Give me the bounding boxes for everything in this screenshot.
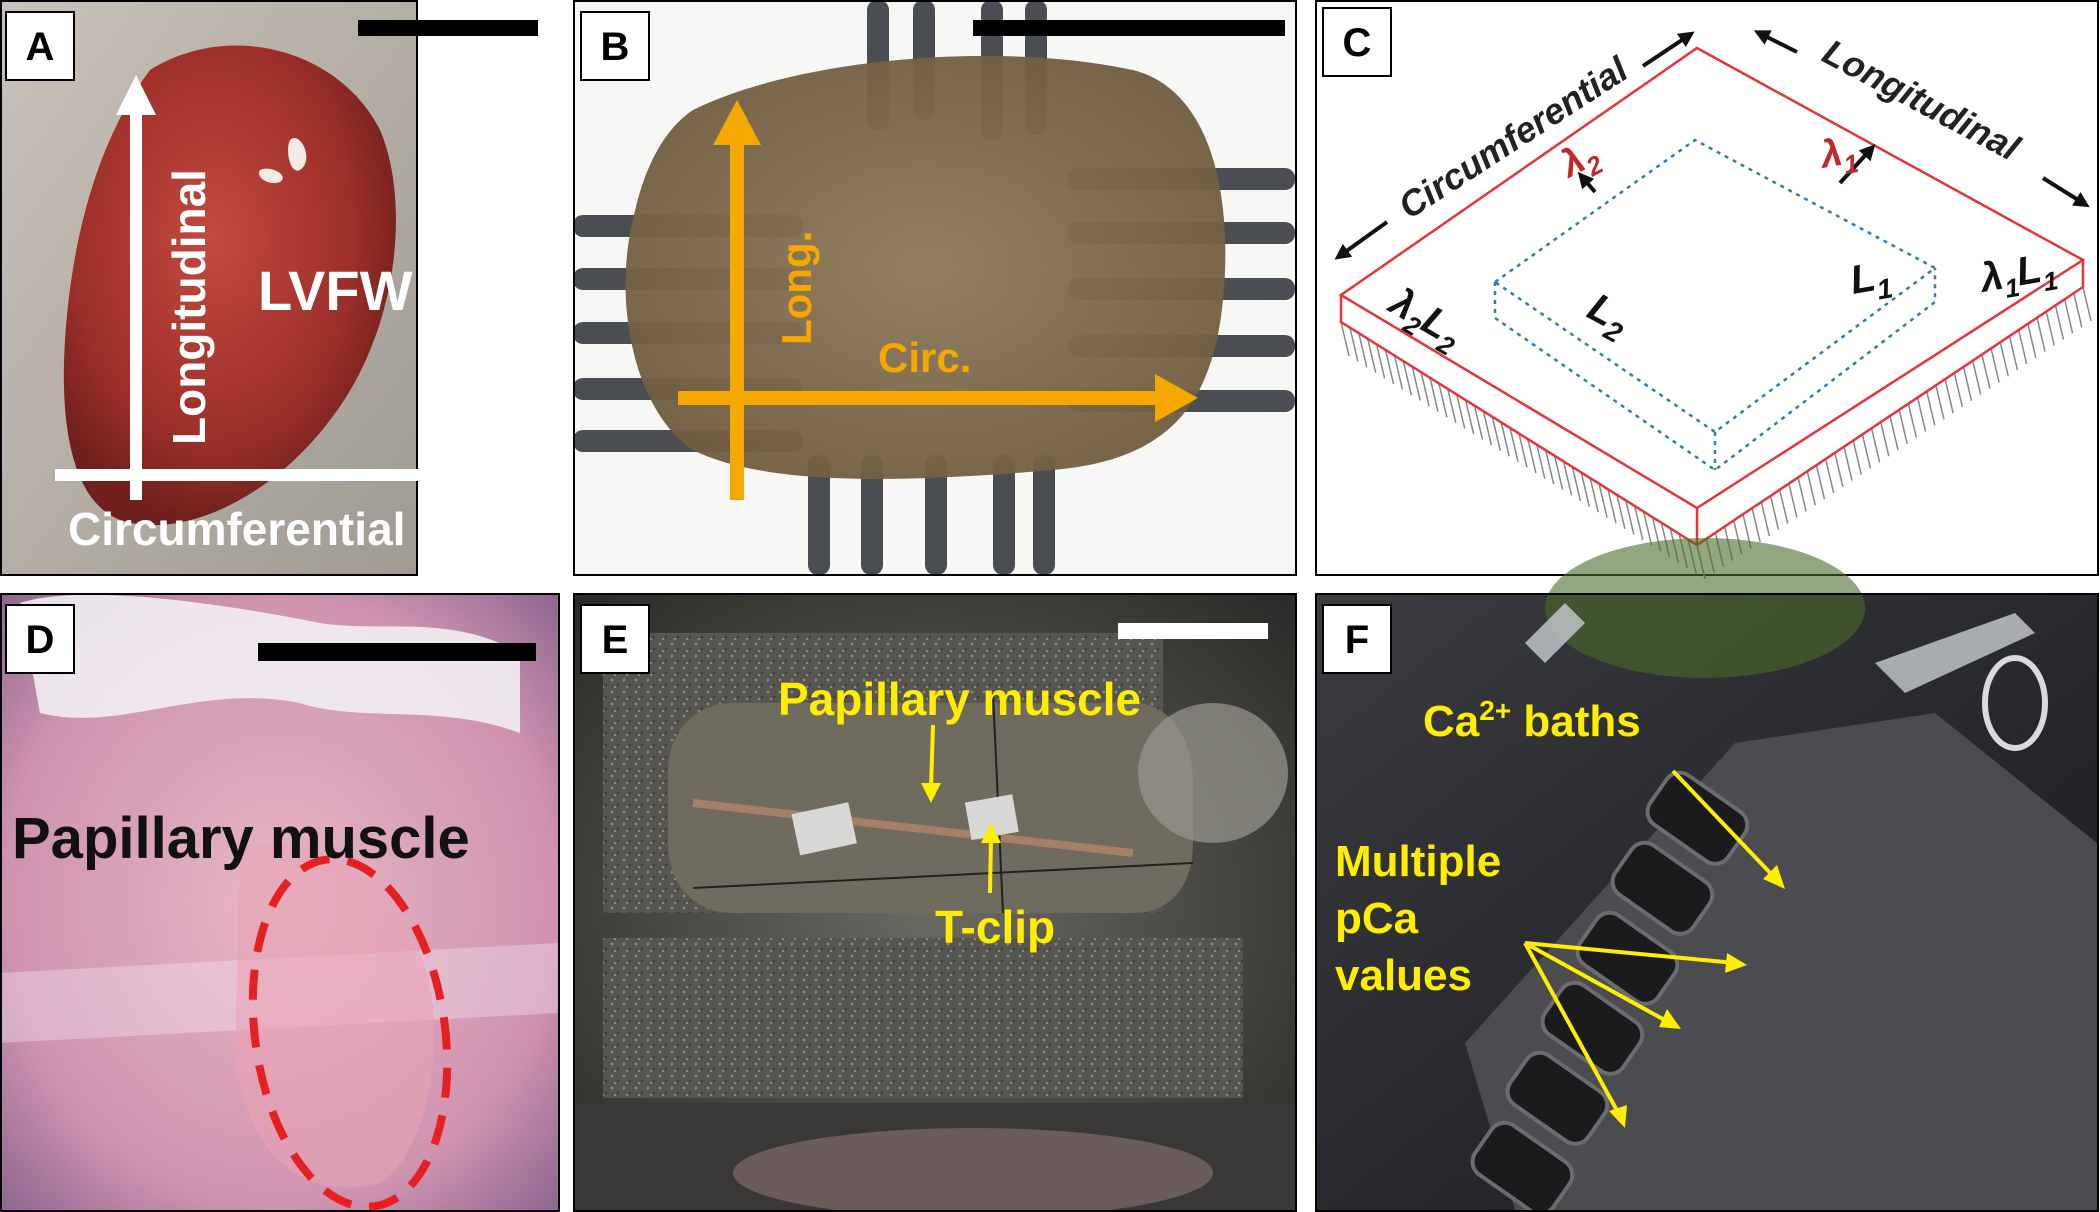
long-label: Long. (773, 231, 820, 345)
panel-e: Papillary muscle T-clip E (573, 593, 1297, 1212)
panel-letter-e: E (602, 618, 629, 662)
panel-d: Papillary muscle D (0, 593, 560, 1212)
scale-bar (1118, 623, 1268, 639)
multiple-label-1: Multiple (1335, 837, 1501, 886)
panel-letter-a: A (26, 25, 55, 69)
long-arrow-head (713, 100, 761, 145)
papillary-muscle-highlight (248, 855, 452, 1211)
inner-box (1492, 138, 1938, 472)
ca-baths-label: Ca2+ baths (1423, 695, 1641, 746)
circumferential-label: Circumferential (68, 503, 405, 555)
t-clip-left (791, 802, 857, 856)
multiple-label-3: values (1335, 951, 1472, 1000)
multiple-label-2: pCa (1335, 894, 1419, 943)
heart-specimen (63, 45, 396, 526)
panel-letter-c: C (1343, 21, 1372, 65)
longitudinal-label: Longitudinal (163, 169, 215, 445)
scale-bar (258, 643, 536, 661)
region-label: LVFW (258, 259, 413, 322)
panel-letter-f: F (1345, 618, 1369, 662)
longitudinal-arrow-head (116, 75, 156, 115)
bath-wells (1470, 770, 1750, 1212)
scale-bar (973, 20, 1285, 36)
t-clip-label: T-clip (935, 901, 1055, 953)
circumferential-arrow-head (465, 455, 505, 495)
scale-bar (358, 20, 538, 36)
papillary-muscle-label: Papillary muscle (778, 673, 1141, 725)
papillary-muscle-label: Papillary muscle (12, 806, 470, 871)
bath-window (668, 703, 1193, 913)
circ-label: Circ. (878, 334, 971, 381)
panel-letter-d: D (26, 618, 55, 662)
ca-bath-block (1465, 713, 2097, 1210)
panel-a: Longitudinal Circumferential LVFW A (0, 0, 538, 576)
panel-b: Long. Circ. B (573, 0, 1297, 576)
panel-c: Circumferential Longitudinal λ2 λ1 L1 L2… (1315, 0, 2099, 580)
circ-arrow-head (1155, 374, 1198, 422)
t-clip-right (964, 794, 1019, 841)
panel-letter-b: B (601, 25, 630, 69)
tissue-sample (625, 55, 1226, 479)
panel-f: Ca2+ baths Multiple pCa values F (1315, 538, 2099, 1212)
